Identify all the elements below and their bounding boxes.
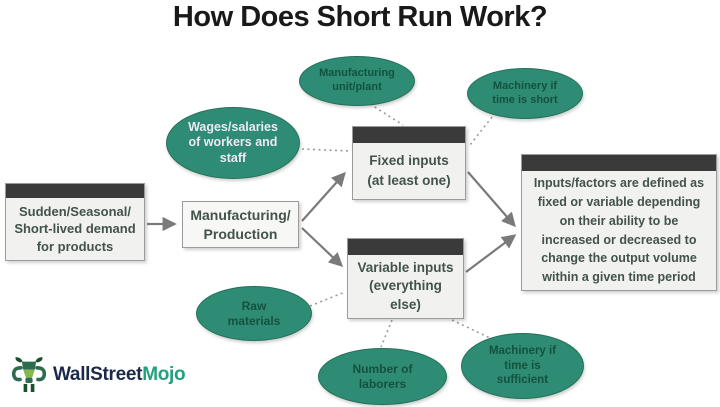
ellipse-machinery-time-short-label: Machinery if time is short xyxy=(492,79,558,106)
ellipse-machinery-time-sufficient-label: Machinery if time is sufficient xyxy=(488,345,557,387)
ellipse-raw-materials-label: Raw materials xyxy=(227,298,281,328)
ellipse-wages-salaries-label: Wages/salaries of workers and staff xyxy=(188,119,278,165)
ellipse-machinery-time-sufficient: Machinery if time is sufficient xyxy=(461,333,584,399)
wordmark-secondary: Mojo xyxy=(142,364,186,385)
wallstreetmojo-bull-icon xyxy=(12,355,46,395)
dotted-links xyxy=(301,103,493,348)
wallstreetmojo-logo: WallStreetMojo xyxy=(12,355,186,395)
ellipse-number-of-laborers-label: Number of laborers xyxy=(352,361,413,391)
ellipse-wages-salaries: Wages/salaries of workers and staff xyxy=(166,107,300,179)
ellipse-machinery-time-short: Machinery if time is short xyxy=(467,68,583,119)
box-header-bar xyxy=(6,184,144,198)
box-manufacturing-production: Manufacturing/ Production xyxy=(182,201,299,248)
box-fixed-inputs-label: Fixed inputs (at least one) xyxy=(367,152,451,188)
box-demand: Sudden/Seasonal/ Short-lived demand for … xyxy=(5,183,145,261)
box-variable-inputs: Variable inputs (everything else) xyxy=(347,238,464,319)
box-definition: Inputs/factors are defined as fixed or v… xyxy=(521,154,717,291)
box-demand-label: Sudden/Seasonal/ Short-lived demand for … xyxy=(14,203,136,254)
box-fixed-inputs: Fixed inputs (at least one) xyxy=(352,126,466,200)
box-header-bar xyxy=(353,127,465,143)
page-title: How Does Short Run Work? xyxy=(172,1,548,33)
ellipse-manufacturing-unit-label: Manufacturing unit/plant xyxy=(319,67,395,93)
ellipse-manufacturing-unit: Manufacturing unit/plant xyxy=(299,56,415,106)
wordmark-primary: WallStreet xyxy=(53,364,143,385)
ellipse-raw-materials: Raw materials xyxy=(196,286,312,341)
wallstreetmojo-wordmark: WallStreetMojo xyxy=(53,364,186,386)
box-definition-label: Inputs/factors are defined as fixed or v… xyxy=(533,176,705,284)
solid-arrows xyxy=(147,171,517,273)
box-variable-inputs-label: Variable inputs (everything else) xyxy=(357,260,454,312)
box-manufacturing-production-label: Manufacturing/ Production xyxy=(190,206,291,242)
box-header-bar xyxy=(348,239,463,255)
ellipse-number-of-laborers: Number of laborers xyxy=(318,348,447,405)
box-header-bar xyxy=(522,155,716,171)
